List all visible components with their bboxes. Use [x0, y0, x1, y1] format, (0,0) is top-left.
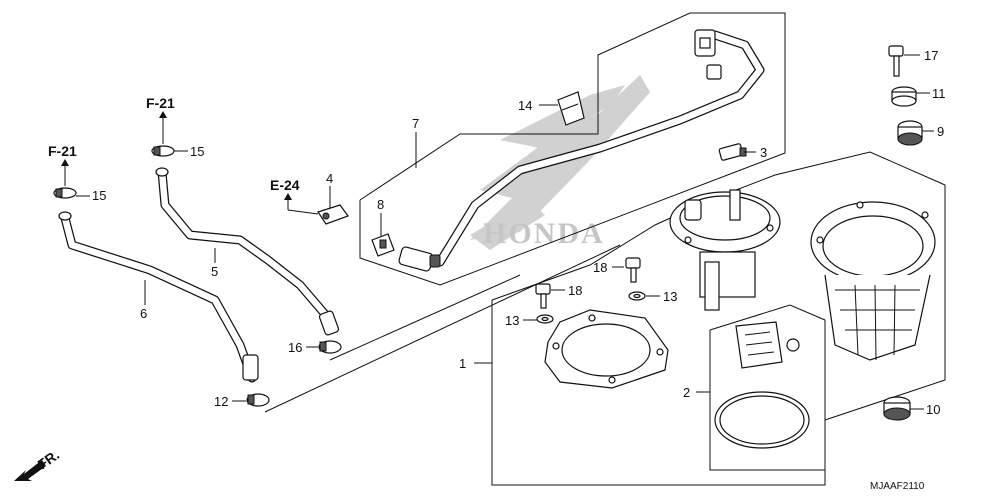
hose-7: [398, 29, 765, 272]
callout-13-left: 13: [505, 313, 519, 328]
clamp-12: [246, 393, 270, 407]
callout-18-left: 18: [568, 283, 582, 298]
callout-15-top: 15: [190, 144, 204, 159]
clip-14: [557, 91, 585, 126]
clamp-15-left: [53, 187, 77, 199]
hose-6: [58, 211, 259, 383]
fuel-filter-housing: [810, 201, 936, 361]
grommet-10: [883, 396, 911, 421]
callout-14: 14: [518, 98, 532, 113]
callout-9: 9: [937, 124, 944, 139]
clip-8: [371, 233, 395, 257]
clamp-top-hose: [706, 64, 722, 80]
group-frames: [264, 12, 946, 486]
watermark-text: HONDA: [483, 217, 605, 250]
diagram-code: MJAAF2110: [870, 481, 925, 492]
callout-5: 5: [211, 264, 218, 279]
clamp-16: [318, 340, 342, 354]
callout-6: 6: [140, 306, 147, 321]
callout-13-right: 13: [663, 289, 677, 304]
callout-18-right: 18: [593, 260, 607, 275]
hose-5: [155, 167, 340, 336]
reference-f21-left: F-21: [48, 143, 77, 186]
washer-13-left: [536, 314, 554, 324]
callout-17: 17: [924, 48, 938, 63]
front-direction-arrow: FR.: [14, 446, 62, 481]
mounting-plate: [544, 309, 669, 389]
callout-2: 2: [683, 385, 690, 400]
fuel-pump-unit: [669, 189, 781, 311]
ref-f21-top-label: F-21: [146, 95, 175, 111]
connector-3: [718, 143, 747, 161]
ref-e24-label: E-24: [270, 177, 300, 193]
clip-4: [317, 204, 349, 225]
callout-1: 1: [459, 356, 466, 371]
callout-10: 10: [926, 402, 940, 417]
callout-15-left: 15: [92, 188, 106, 203]
callouts: 15 15 6 5 16 12 4 8 7 14 3 17 11 9 10 18: [76, 48, 946, 417]
clamp-15-top: [151, 145, 175, 157]
strainer-kit: [714, 321, 810, 449]
ref-f21-left-label: F-21: [48, 143, 77, 159]
callout-12: 12: [214, 394, 228, 409]
reference-f21-top: F-21: [146, 95, 175, 144]
bolt-18-left: [535, 283, 551, 309]
callout-8: 8: [377, 197, 384, 212]
grommet-9: [897, 120, 923, 146]
callout-11: 11: [932, 86, 946, 101]
reference-e24: E-24: [270, 177, 319, 215]
bolt-18-right: [625, 257, 641, 283]
callout-4: 4: [326, 171, 333, 186]
collar-11: [891, 86, 917, 107]
bolt-17: [888, 45, 904, 77]
callout-16: 16: [288, 340, 302, 355]
callout-3: 3: [760, 145, 767, 160]
callout-7: 7: [412, 116, 419, 131]
washer-13-right: [628, 291, 646, 301]
